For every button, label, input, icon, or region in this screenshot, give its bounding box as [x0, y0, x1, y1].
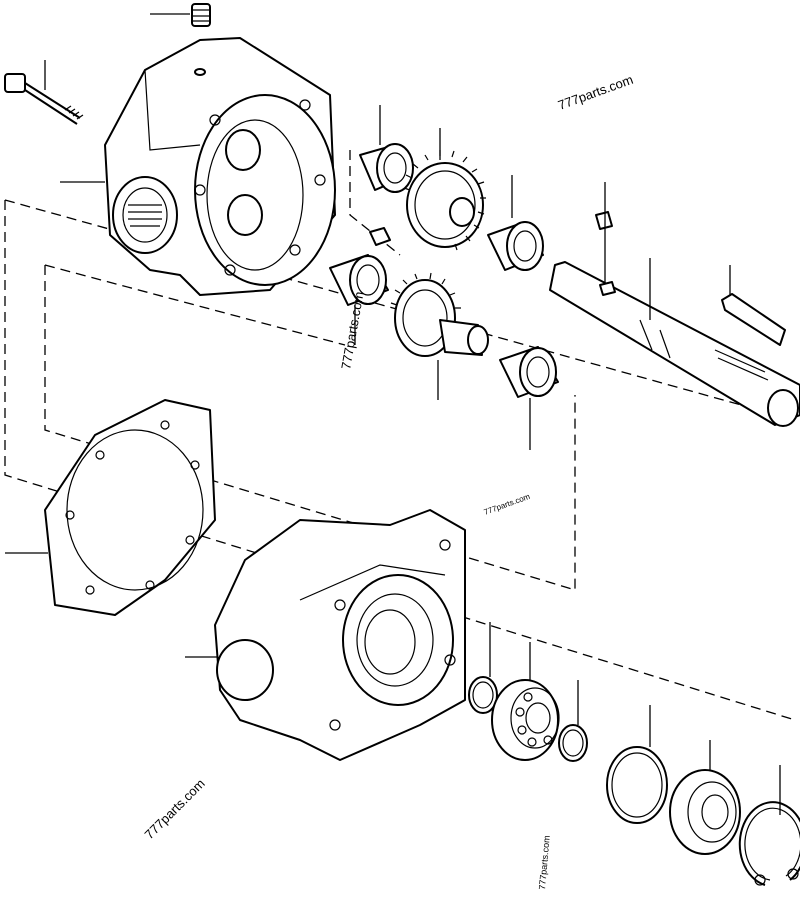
watermark-bottom-left: 777parts.com	[142, 776, 208, 842]
retaining-ring-part	[738, 765, 800, 886]
plug-part	[150, 3, 211, 27]
o-ring-part	[606, 705, 668, 824]
needle-bearing-lower-right	[499, 346, 559, 450]
watermark-top-right: 777parts.com	[556, 72, 635, 113]
ball-bearing-part	[491, 642, 560, 761]
long-bolt-part	[4, 60, 84, 125]
lower-housing-part	[185, 509, 466, 761]
shaft-part	[549, 182, 800, 427]
square-key-part	[595, 211, 613, 230]
needle-bearing-lower-left	[329, 254, 389, 345]
small-snap-ring-part	[468, 622, 498, 714]
pin-part	[369, 227, 391, 246]
bar-key-part	[721, 265, 786, 346]
gasket-part	[5, 399, 216, 616]
snap-ring-part	[558, 680, 588, 762]
lower-gear-part	[390, 272, 489, 400]
needle-bearing-upper-left	[359, 105, 414, 193]
needle-bearing-upper-right	[487, 175, 544, 271]
oil-seal-part	[669, 740, 741, 855]
upper-gear-part	[403, 128, 486, 251]
watermark-middle-vertical: 777parts.com	[338, 290, 366, 370]
upper-housing-part	[60, 37, 336, 296]
watermark-middle-small: 777parts.com	[483, 492, 532, 517]
watermark-bottom-vertical: 777parts.com	[537, 835, 552, 890]
